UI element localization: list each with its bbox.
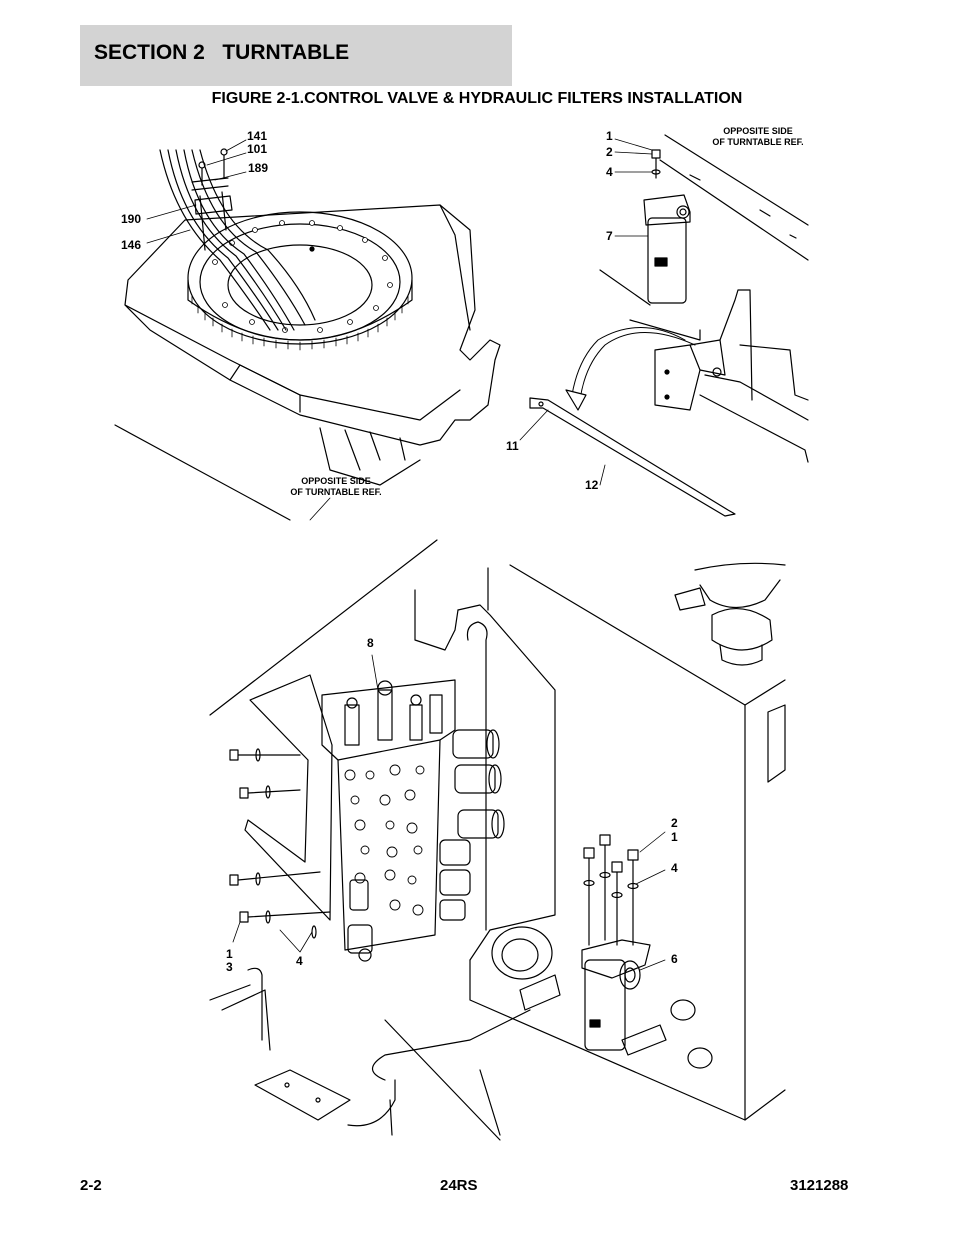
control-valve-view — [209, 539, 786, 1141]
callout-189: 189 — [248, 161, 268, 175]
callout-tr-11: 11 — [506, 439, 519, 453]
callout-190: 190 — [121, 212, 141, 226]
callout-b-1-left: 1 — [226, 947, 233, 961]
footer-model: 24RS — [440, 1177, 478, 1194]
ref-note-line2: OF TURNTABLE REF. — [290, 487, 381, 497]
callout-tr-4: 4 — [606, 165, 613, 179]
section-header: SECTION 2 TURNTABLE — [80, 25, 512, 86]
callout-b-6: 6 — [671, 952, 678, 966]
callout-b-8: 8 — [367, 636, 374, 650]
control-valve-8 — [321, 679, 456, 951]
callout-tr-1: 1 — [606, 129, 613, 143]
callout-b-2: 2 — [671, 816, 678, 830]
callout-tr-2: 2 — [606, 145, 613, 159]
footer-page-number: 2-2 — [80, 1177, 102, 1194]
callout-b-3: 3 — [226, 960, 233, 974]
section-title: SECTION 2 TURNTABLE — [94, 41, 350, 64]
ref-note-line1: OPPOSITE SIDE — [301, 476, 371, 486]
callout-b-4-left: 4 — [296, 954, 303, 968]
callout-146: 146 — [121, 238, 141, 252]
callout-b-4: 4 — [671, 861, 678, 875]
pressure-filter-6 — [581, 939, 651, 979]
callout-tr-7: 7 — [606, 229, 613, 243]
dipstick-12 — [529, 397, 736, 517]
return-filter-view — [519, 134, 809, 517]
callout-141: 141 — [247, 129, 267, 143]
ref-note-tr-line2: OF TURNTABLE REF. — [712, 137, 803, 147]
filter-canister-7 — [647, 217, 687, 304]
callout-101: 101 — [247, 142, 267, 156]
footer-doc-number: 3121288 — [790, 1177, 849, 1194]
callout-tr-12: 12 — [585, 478, 599, 492]
ref-note-tr-line1: OPPOSITE SIDE — [723, 126, 793, 136]
turntable-view — [114, 139, 501, 521]
figure-title: FIGURE 2-1.CONTROL VALVE & HYDRAULIC FIL… — [211, 90, 743, 107]
callout-b-1: 1 — [671, 830, 678, 844]
